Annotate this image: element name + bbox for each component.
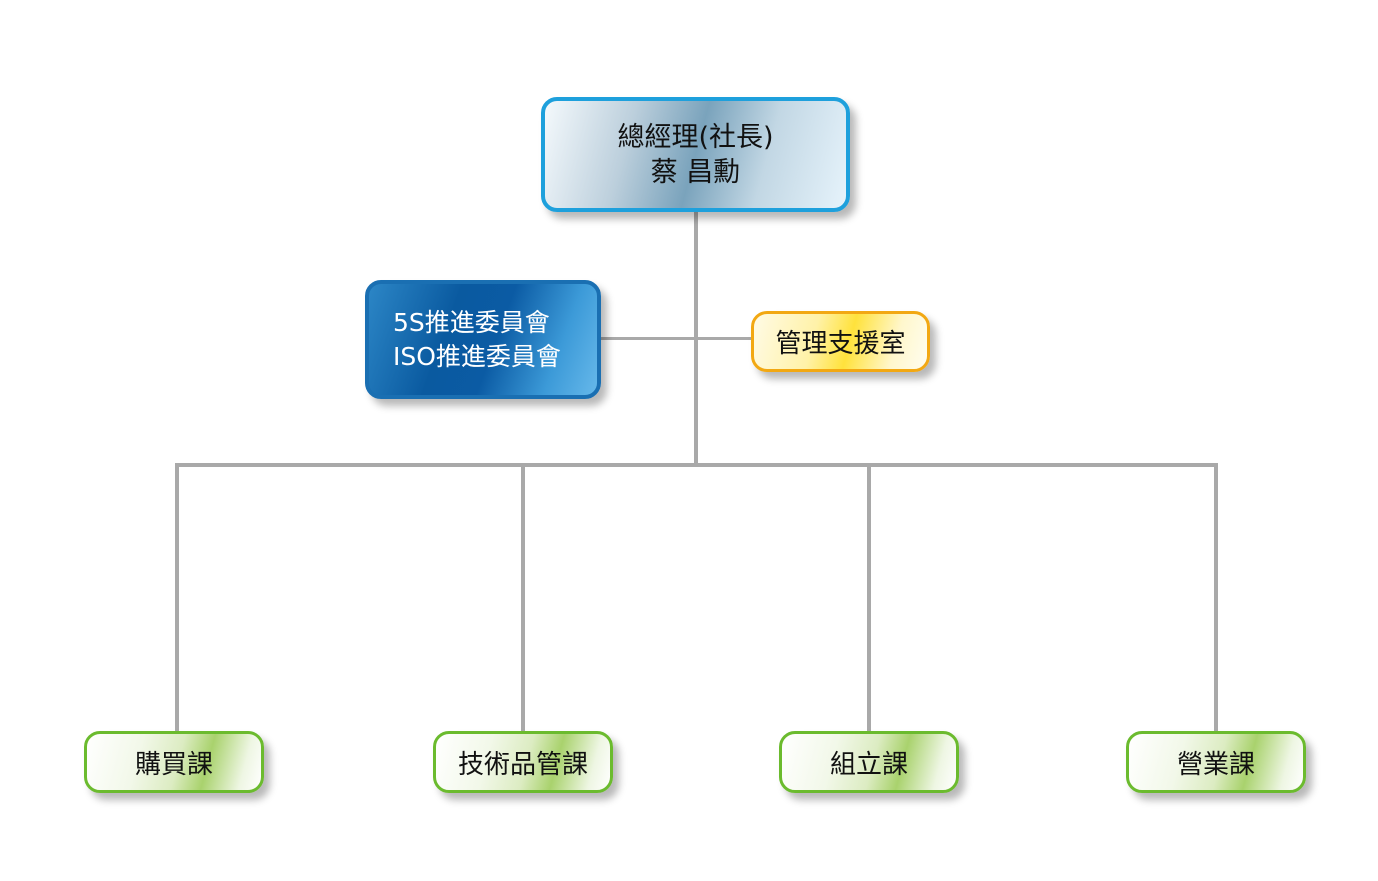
admin-support-label: 管理支援室 [775,329,906,359]
admin-support-box: 管理支援室 [751,311,930,372]
committee-iso-label: ISO推進委員會 [393,341,561,371]
department-label: 組立課 [829,749,908,780]
department-label: 營業課 [1176,749,1255,780]
connector-department-drop-3 [1214,465,1218,733]
connector-staff-branch [601,337,751,340]
department-label: 購買課 [134,749,213,780]
connector-department-drop-2 [867,465,871,733]
department-box-purchasing: 購買課 [84,731,264,793]
connector-department-drop-1 [521,465,525,733]
ceo-name: 蔡 昌勳 [650,156,741,188]
department-box-sales: 營業課 [1126,731,1306,793]
ceo-title: 總經理(社長) [617,121,774,153]
department-box-technical-qc: 技術品管課 [433,731,613,793]
connector-department-drop-0 [175,465,179,733]
connector-department-bus [175,463,1218,467]
ceo-box: 總經理(社長) 蔡 昌勳 [541,97,850,212]
committee-5s-label: 5S推進委員會 [393,307,550,337]
department-box-assembly: 組立課 [779,731,959,793]
committee-box: 5S推進委員會 ISO推進委員會 [365,280,601,399]
department-label: 技術品管課 [457,749,588,780]
